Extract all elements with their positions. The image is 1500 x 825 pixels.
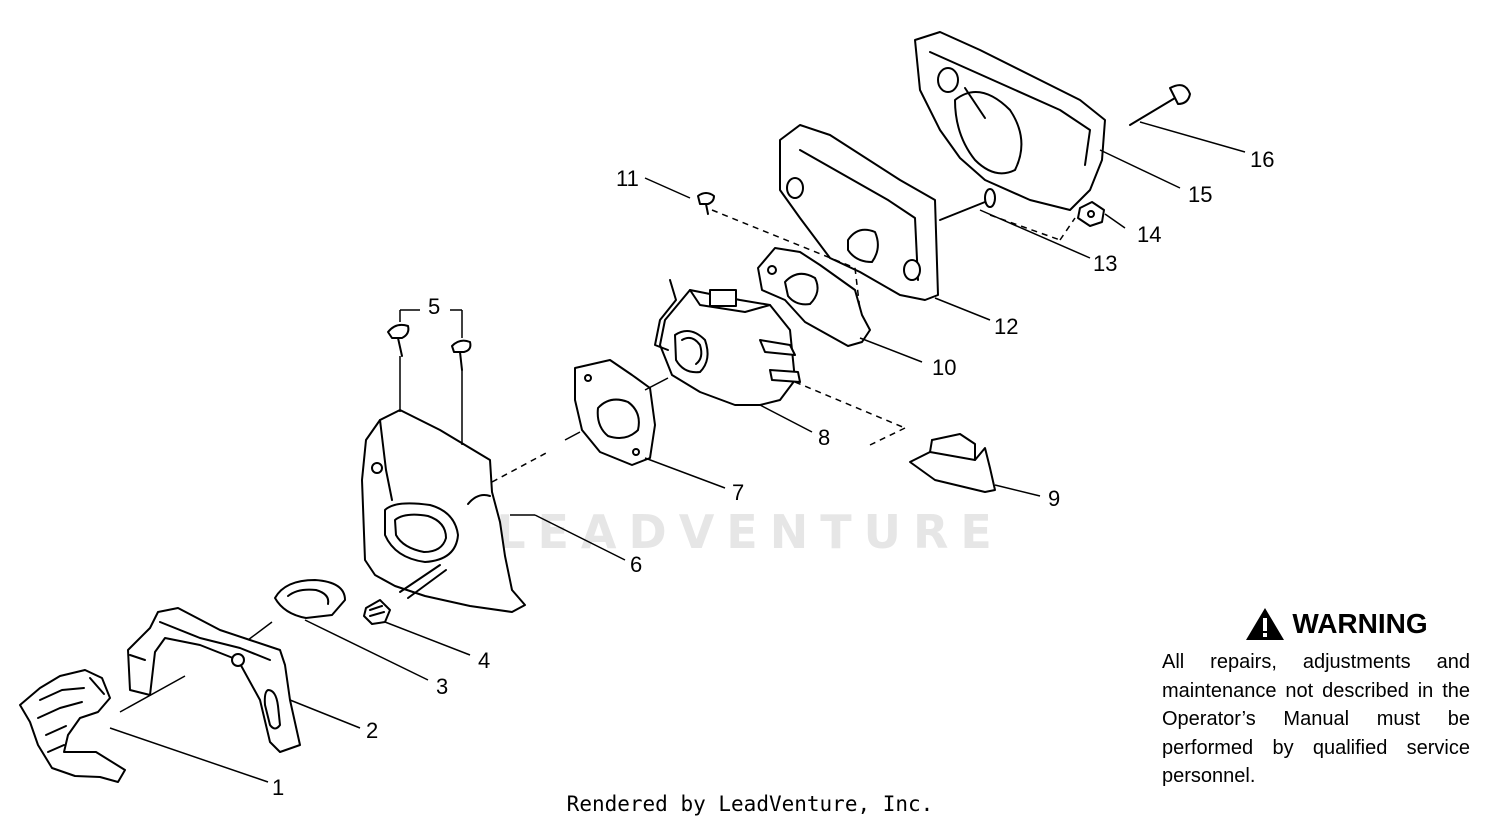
part-3-gasket xyxy=(274,579,346,619)
callout-4: 4 xyxy=(478,648,490,673)
callout-6: 6 xyxy=(630,552,642,577)
callout-7: 7 xyxy=(732,480,744,505)
callout-numbers: 1 2 3 4 5 6 7 8 9 10 11 12 13 14 15 16 xyxy=(272,147,1274,800)
part-15-cover xyxy=(914,31,1106,211)
callout-12: 12 xyxy=(994,314,1018,339)
callout-3: 3 xyxy=(436,674,448,699)
part-5-screws xyxy=(387,323,472,371)
part-2-bracket xyxy=(127,607,301,753)
part-11-screw xyxy=(697,192,715,215)
part-8-carburetor xyxy=(654,279,801,406)
callout-16: 16 xyxy=(1250,147,1274,172)
rendered-by-footer: Rendered by LeadVenture, Inc. xyxy=(566,792,934,816)
callout-15: 15 xyxy=(1188,182,1212,207)
part-13-screw xyxy=(939,188,996,221)
leader-lines xyxy=(109,121,1246,783)
warning-heading: WARNING xyxy=(1202,606,1470,642)
part-12-plate xyxy=(779,124,939,301)
part-9-clip xyxy=(909,433,996,493)
callout-13: 13 xyxy=(1093,251,1117,276)
warning-triangle-icon xyxy=(1246,608,1285,640)
callout-5: 5 xyxy=(428,294,440,319)
part-1-intake-boot xyxy=(19,669,126,783)
warning-title: WARNING xyxy=(1292,608,1428,639)
warning-notice: WARNING All repairs, adjustments and mai… xyxy=(1162,606,1470,791)
callout-9: 9 xyxy=(1048,486,1060,511)
part-7-gasket-plate xyxy=(574,359,656,466)
part-6-housing xyxy=(361,409,526,613)
part-4-fitting xyxy=(363,599,391,625)
callout-8: 8 xyxy=(818,425,830,450)
watermark-text: LEADVENTURE xyxy=(496,505,1004,559)
part-10-insulator xyxy=(757,247,871,347)
callout-1: 1 xyxy=(272,775,284,800)
warning-body-text: All repairs, adjustments and maintenance… xyxy=(1162,651,1470,787)
callout-10: 10 xyxy=(932,355,956,380)
part-16-screw xyxy=(1129,84,1191,126)
callout-11: 11 xyxy=(616,166,639,191)
part-14-nut xyxy=(1077,201,1105,227)
callout-2: 2 xyxy=(366,718,378,743)
callout-14: 14 xyxy=(1137,222,1161,247)
